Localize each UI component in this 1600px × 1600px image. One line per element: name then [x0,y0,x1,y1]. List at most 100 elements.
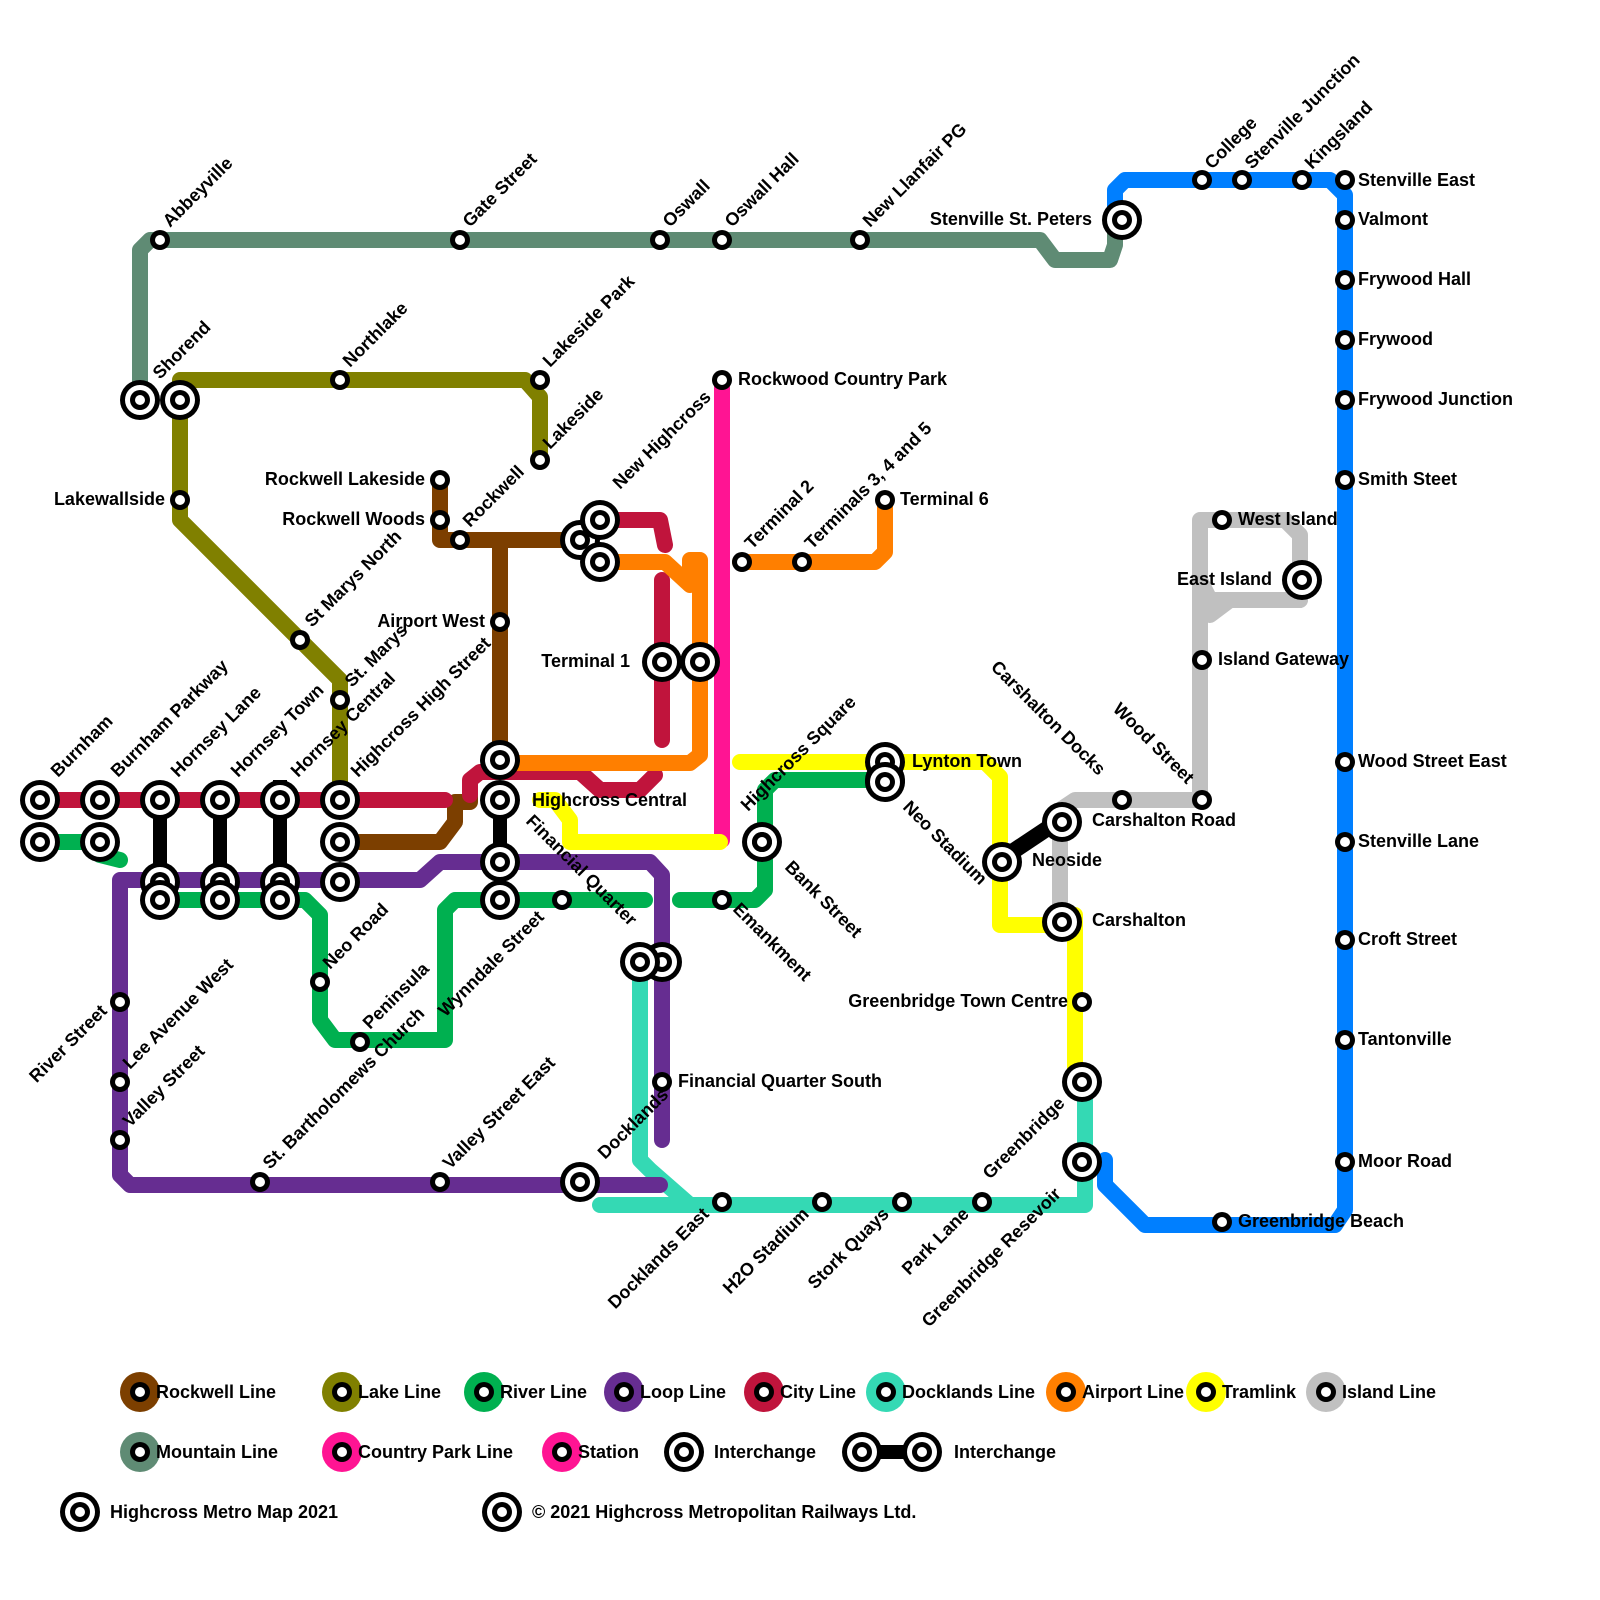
station-rockwell-woods[interactable] [430,510,450,530]
station-shorend[interactable] [160,380,200,420]
station-hornsey-lane[interactable] [140,780,180,820]
station-smith-steet[interactable] [1335,470,1355,490]
station-rockwell[interactable] [450,530,470,550]
legend-interchange: Interchange [664,1432,816,1472]
station-lakewallside[interactable] [170,490,190,510]
station-carshalton[interactable] [1042,902,1082,942]
interchange-marker[interactable] [140,880,180,920]
station-stenville-east[interactable] [1335,170,1355,190]
station-east-island[interactable] [1282,560,1322,600]
station-docklands-east[interactable] [712,1192,732,1212]
station-financial-quarter[interactable] [620,942,660,982]
station-burnham-parkway[interactable] [80,780,120,820]
station-wynndale-street[interactable] [552,890,572,910]
interchange-marker[interactable] [80,822,120,862]
interchange-marker[interactable] [580,542,620,582]
station-new-highcross[interactable] [580,500,620,540]
station-greenbridge-town-centre[interactable] [1072,992,1092,1012]
station-valley-street-east[interactable] [430,1172,450,1192]
station-park-lane[interactable] [972,1192,992,1212]
station-stenville-st-peters[interactable] [1102,200,1142,240]
station-wood-street-east[interactable] [1335,752,1355,772]
station-tantonville[interactable] [1335,1030,1355,1050]
station-carshalton-docks[interactable] [1112,790,1132,810]
station-stenville-junction[interactable] [1232,170,1252,190]
legend-rockwell: Rockwell Line [120,1372,276,1412]
interchange-marker[interactable] [480,880,520,920]
station-greenbridge[interactable] [1062,1062,1102,1102]
station-rockwell-lakeside[interactable] [430,470,450,490]
station-st-marys[interactable] [330,690,350,710]
station-bank-street[interactable] [752,832,772,852]
legend-loop: Loop Line [604,1372,726,1412]
station-emankment[interactable] [712,890,732,910]
station-island-gateway[interactable] [1192,650,1212,670]
station-rockwood-country-park[interactable] [712,370,732,390]
station-airport-west[interactable] [490,612,510,632]
city-line-east [462,764,663,803]
interchange-marker[interactable] [320,862,360,902]
station-label-park-lane: Park Lane [898,1204,973,1279]
station-northlake[interactable] [330,370,350,390]
station-frywood-junction[interactable] [1335,390,1355,410]
station-highcross-high-street[interactable] [320,780,360,820]
station-highcross-central[interactable] [480,780,520,820]
station-st-marys-north[interactable] [290,630,310,650]
station-label-carshalton: Carshalton [1092,910,1186,930]
station-label-lynton-town: Lynton Town [912,751,1022,771]
station-frywood-hall[interactable] [1335,270,1355,290]
interchange-marker[interactable] [480,842,520,882]
interchange-marker[interactable] [320,822,360,862]
station-neoside[interactable] [982,842,1022,882]
interchange-marker[interactable] [260,880,300,920]
station-oswall[interactable] [650,230,670,250]
station-neo-stadium[interactable] [865,762,905,802]
station-st-bartholomews-church[interactable] [250,1172,270,1192]
station-docklands[interactable] [560,1162,600,1202]
station-hornsey-central[interactable] [260,780,300,820]
station-label-airport-west: Airport West [377,611,485,631]
station-oswall-hall[interactable] [712,230,732,250]
interchange-marker[interactable] [20,822,60,862]
station-gate-street[interactable] [450,230,470,250]
station-west-island[interactable] [1212,510,1232,530]
station-greenbridge-resevoir[interactable] [1062,1142,1102,1182]
station-abbeyville[interactable] [150,230,170,250]
station-lakeside[interactable] [530,450,550,470]
station-lakeside-park[interactable] [530,370,550,390]
station-kingsland[interactable] [1292,170,1312,190]
station-hornsey-town[interactable] [200,780,240,820]
station-new-llanfair-pg[interactable] [850,230,870,250]
station-terminals-3-4-5[interactable] [792,552,812,572]
station-valmont[interactable] [1335,210,1355,230]
station-wood-street[interactable] [1192,790,1212,810]
station-terminal-6[interactable] [875,490,895,510]
interchange-marker[interactable] [680,642,720,682]
station-financial-quarter-south[interactable] [652,1072,672,1092]
station-burnham[interactable] [20,780,60,820]
station-h2o-stadium[interactable] [812,1192,832,1212]
interchange-marker[interactable] [200,880,240,920]
station-label-carshalton-road: Carshalton Road [1092,810,1236,830]
interchange-marker[interactable] [120,380,160,420]
station-moor-road[interactable] [1335,1152,1355,1172]
station-river-street[interactable] [110,992,130,1012]
station-terminal-2[interactable] [732,552,752,572]
station-terminal-1[interactable] [642,642,682,682]
station-label-stenville-lane: Stenville Lane [1358,831,1479,851]
station-valley-street[interactable] [110,1130,130,1150]
station-carshalton-road[interactable] [1042,802,1082,842]
station-stenville-lane[interactable] [1335,832,1355,852]
station-label-rockwell: Rockwell [459,462,528,531]
station-frywood[interactable] [1335,330,1355,350]
station-greenbridge-beach[interactable] [1212,1212,1232,1232]
footer-title: Highcross Metro Map 2021 [60,1492,338,1532]
station-lee-avenue-west[interactable] [110,1072,130,1092]
interchange-marker[interactable] [480,740,520,780]
station-stork-quays[interactable] [892,1192,912,1212]
station-croft-street[interactable] [1335,930,1355,950]
station-peninsula[interactable] [350,1032,370,1052]
station-neo-road[interactable] [310,972,330,992]
station-college[interactable] [1192,170,1212,190]
station-label-stenville-st-peters: Stenville St. Peters [930,209,1092,229]
